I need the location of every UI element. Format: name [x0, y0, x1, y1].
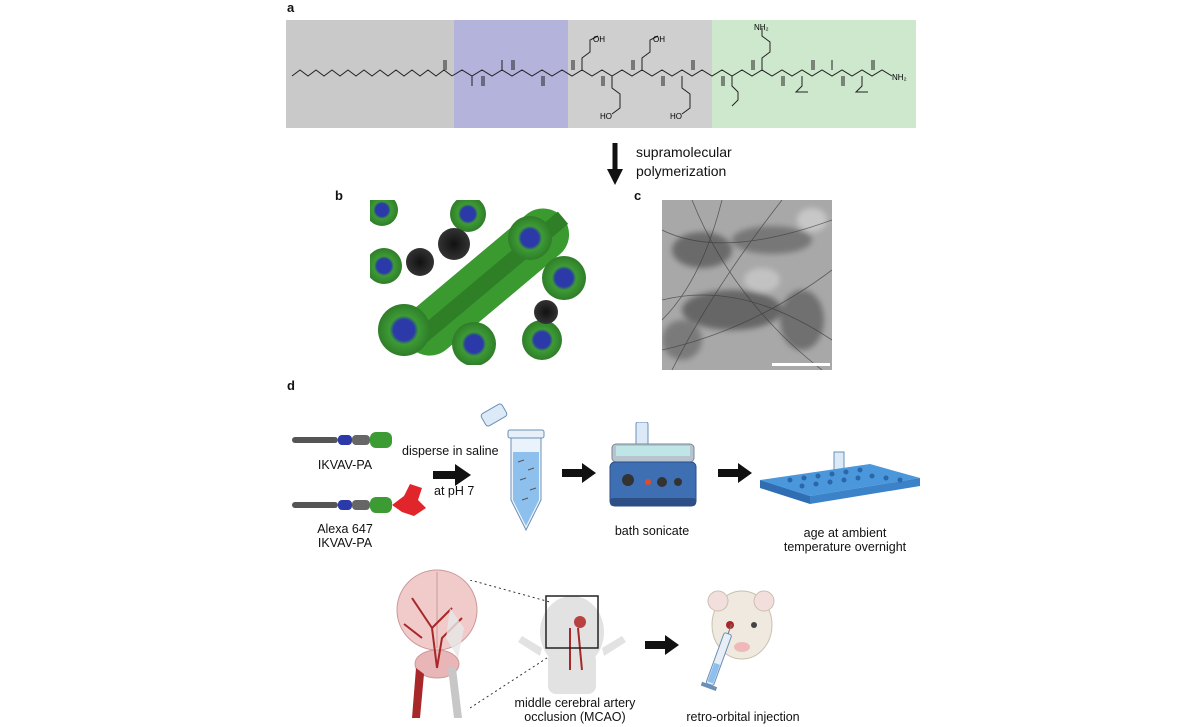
alexa-label-line1: Alexa 647 [317, 522, 373, 536]
right-arrow-icon [433, 464, 471, 486]
panel-label-c: c [634, 188, 642, 203]
alexa-label: Alexa 647 IKVAV-PA [300, 522, 390, 550]
panel-label-b: b [335, 188, 343, 203]
c-terminal-amide-label: NH₂ [892, 73, 907, 82]
down-arrow-icon [607, 143, 623, 185]
scale-bar [772, 363, 830, 366]
carboxyl-label-2: OH [653, 35, 665, 44]
mcao-label-line2: occlusion (MCAO) [524, 710, 626, 724]
carboxyl-label-1: OH [593, 35, 605, 44]
right-arrow-icon-4 [645, 635, 679, 655]
right-arrow-icon-3 [718, 463, 752, 483]
right-arrow-icon-2 [562, 463, 596, 483]
bath-sonicate-label: bath sonicate [614, 524, 690, 538]
mcao-label-line1: middle cerebral artery [514, 696, 636, 710]
tube-rack-icon [760, 451, 920, 504]
alexa-label-line2: IKVAV-PA [317, 536, 373, 550]
microcentrifuge-tube-icon [480, 403, 545, 532]
mouse-brain-vasculature-illustration [396, 569, 478, 718]
panel-label-a: a [287, 0, 295, 15]
pa-chemical-structure: OH OH HO HO NH₂ NH₂ [286, 20, 916, 128]
ikvav-pa-label: IKVAV-PA [317, 458, 373, 472]
polymerization-label-line2: polymerization [636, 163, 727, 179]
polymerization-label: supramolecular polymerization [636, 143, 732, 181]
polymerization-label-line1: supramolecular [636, 144, 732, 160]
retro-orbital-label: retro-orbital injection [686, 710, 800, 724]
mouse-mcao-illustration [518, 595, 626, 694]
age-label: age at ambient temperature overnight [770, 526, 920, 554]
lysine-amine-label: NH₂ [754, 23, 769, 32]
nanofiber-model-illustration [370, 200, 586, 365]
mcao-label: middle cerebral artery occlusion (MCAO) [510, 696, 640, 724]
carboxyl-label-4: HO [670, 112, 682, 121]
ikvav-pa-molecule [292, 432, 392, 448]
age-label-line2: temperature overnight [783, 540, 907, 554]
disperse-label: disperse in saline [402, 444, 499, 458]
ikvav-region [712, 20, 916, 128]
alanine-region [454, 20, 568, 128]
bath-sonicator-icon [609, 422, 697, 507]
ph-label: at pH 7 [434, 484, 475, 498]
zoom-box [545, 595, 599, 649]
panel-label-d: d [287, 378, 295, 393]
carboxyl-label-3: HO [600, 112, 612, 121]
age-label-line1: age at ambient [803, 526, 887, 540]
zoom-lines [470, 580, 551, 709]
tem-micrograph [662, 200, 832, 370]
alexa-ikvav-pa-molecule [292, 484, 426, 516]
retro-orbital-injection-illustration [700, 590, 775, 691]
